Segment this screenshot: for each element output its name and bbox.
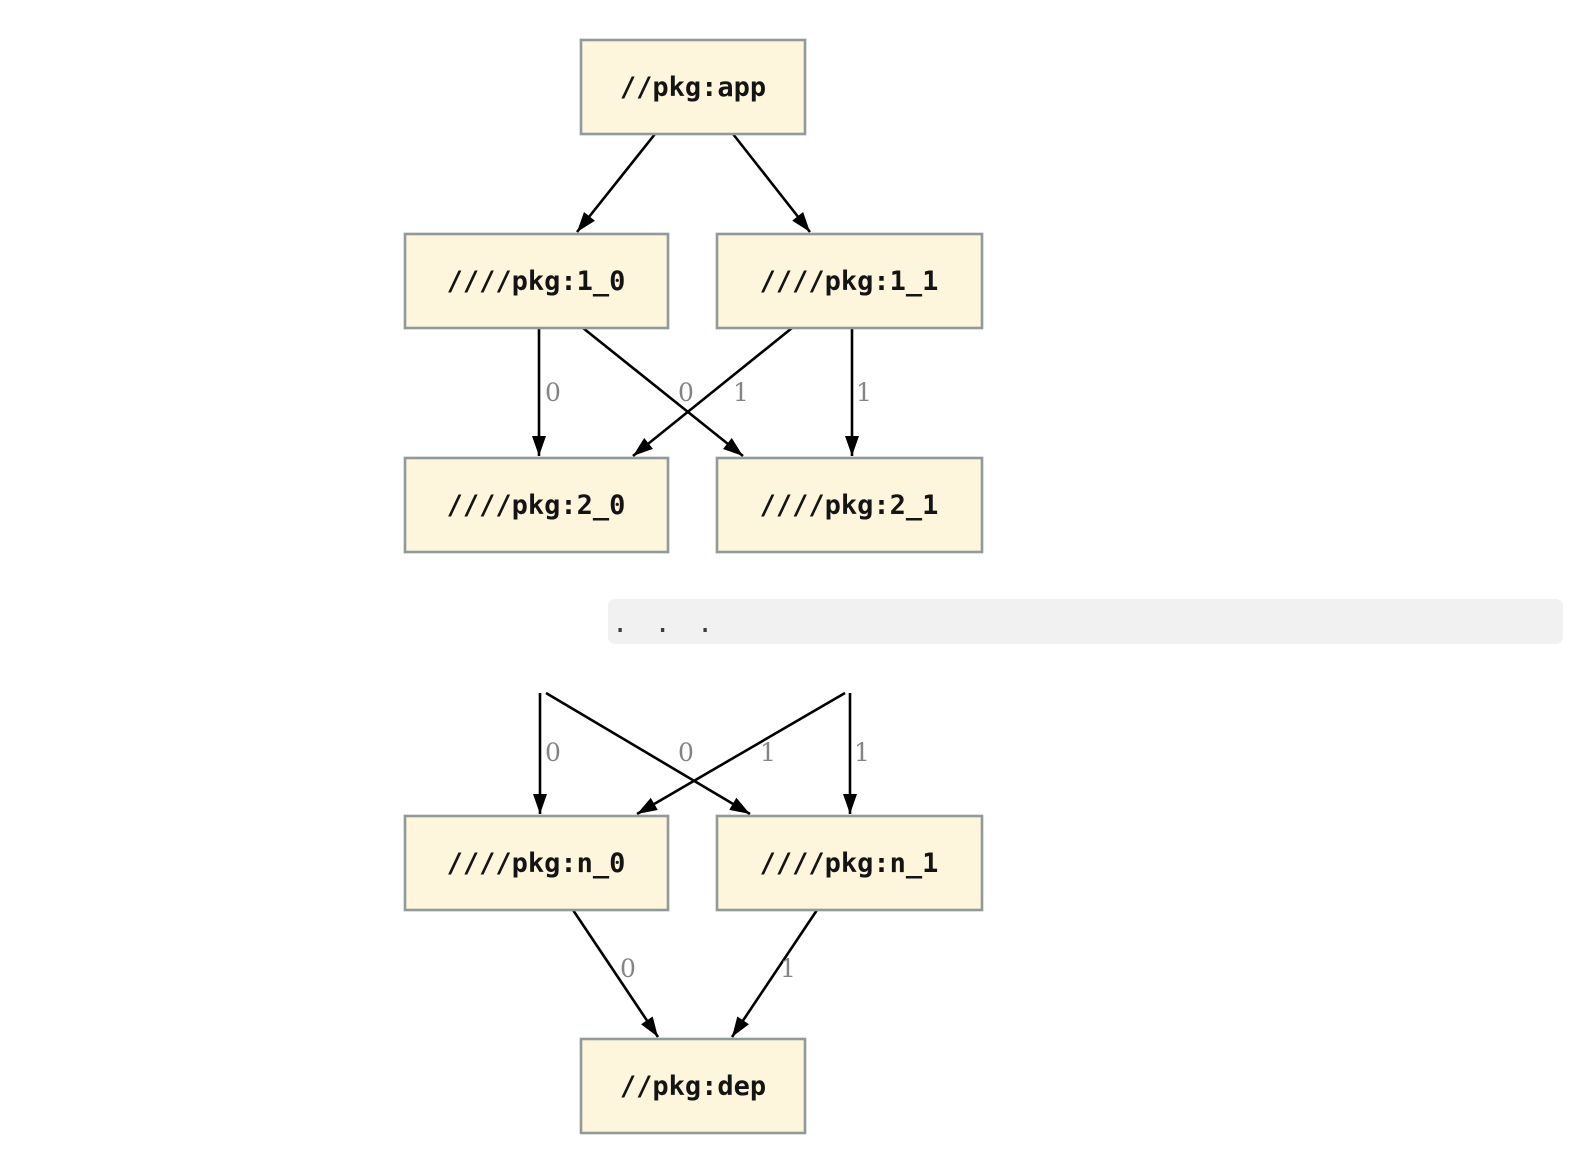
node-label: ////pkg:1_0 bbox=[447, 266, 626, 297]
node-box bbox=[715, 814, 984, 912]
edge-label: 0 bbox=[678, 738, 694, 767]
edge-label: 0 bbox=[545, 738, 561, 767]
edge-prev1-to-n_0 bbox=[636, 691, 846, 816]
node-pkg-1_1: ////pkg:1_1 bbox=[715, 232, 984, 330]
edge-label: 1 bbox=[856, 378, 872, 407]
edge-app-to-1_0 bbox=[575, 133, 657, 233]
edge-n_0-to-dep bbox=[571, 909, 660, 1038]
node-box bbox=[579, 38, 807, 136]
node-label: ////pkg:1_1 bbox=[760, 266, 939, 297]
node-label: //pkg:dep bbox=[620, 1071, 766, 1102]
continuation-band: . . . bbox=[608, 599, 1563, 644]
node-pkg-app: //pkg:app bbox=[579, 38, 807, 136]
node-box bbox=[403, 814, 670, 912]
node-label: ////pkg:n_1 bbox=[760, 848, 939, 879]
node-pkg-2_1: ////pkg:2_1 bbox=[715, 456, 984, 554]
node-box bbox=[715, 232, 984, 330]
node-group: //pkg:app ////pkg:1_0 ////pkg:1_1 ////pk… bbox=[403, 38, 984, 1135]
continuation-band-background bbox=[608, 599, 1563, 644]
node-pkg-n_0: ////pkg:n_0 bbox=[403, 814, 670, 912]
edge-label: 1 bbox=[733, 378, 749, 407]
edge-n_1-to-dep bbox=[730, 909, 819, 1038]
edge-prev0-to-n_1 bbox=[545, 691, 751, 816]
node-box bbox=[403, 232, 670, 330]
edge-label: 0 bbox=[678, 378, 694, 407]
node-pkg-n_1: ////pkg:n_1 bbox=[715, 814, 984, 912]
node-label: ////pkg:n_0 bbox=[447, 848, 626, 879]
node-label: //pkg:app bbox=[620, 72, 766, 103]
edge-label: 0 bbox=[545, 378, 561, 407]
node-label: ////pkg:2_1 bbox=[760, 490, 939, 521]
edge-label: 1 bbox=[760, 738, 776, 767]
edge-label-group: 0 0 1 1 0 0 1 1 0 1 bbox=[545, 378, 872, 983]
node-pkg-dep: //pkg:dep bbox=[579, 1037, 807, 1135]
edge-label: 1 bbox=[780, 954, 796, 983]
node-box bbox=[579, 1037, 807, 1135]
edge-label: 0 bbox=[620, 954, 636, 983]
edge-1_0-to-2_1 bbox=[582, 326, 744, 458]
node-box bbox=[403, 456, 670, 554]
node-label: ////pkg:2_0 bbox=[447, 490, 626, 521]
edge-app-to-1_1 bbox=[731, 133, 812, 233]
edge-1_1-to-2_0 bbox=[632, 326, 793, 458]
edge-group bbox=[532, 133, 859, 1038]
node-box bbox=[715, 456, 984, 554]
continuation-ellipsis: . . . bbox=[612, 608, 718, 639]
edge-label: 1 bbox=[854, 738, 870, 767]
node-pkg-2_0: ////pkg:2_0 bbox=[403, 456, 670, 554]
node-pkg-1_0: ////pkg:1_0 bbox=[403, 232, 670, 330]
